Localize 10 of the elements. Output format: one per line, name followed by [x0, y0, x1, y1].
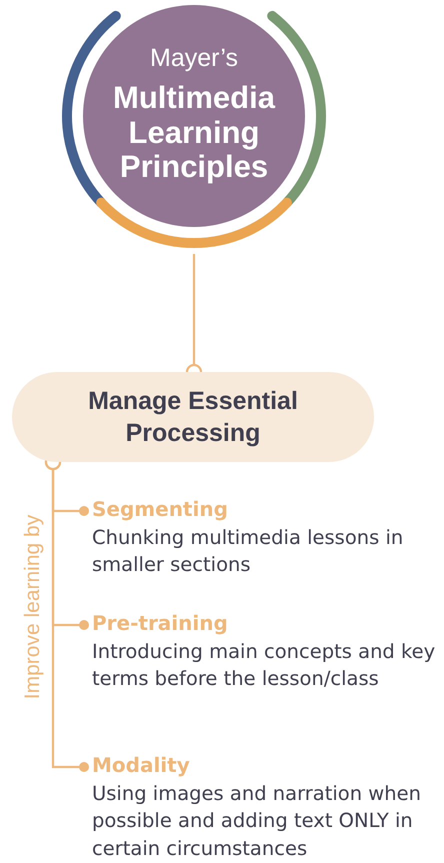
vertical-label: Improve learning by [21, 514, 45, 700]
principle-name: Segmenting [92, 496, 228, 523]
principle-name: Pre-training [92, 610, 228, 637]
principle-description: Introducing main concepts and key terms before the lesson/class [92, 638, 436, 692]
principle-name: Modality [92, 752, 190, 779]
principle-description: Using images and narration when possible and adding text ONLY in certain circumstances [92, 780, 422, 862]
subtitle: Mayer’s [149, 44, 239, 73]
principle-description: Chunking multimedia lessons in smaller sections [92, 524, 404, 578]
title: Multimedia Learning Principles [112, 81, 276, 186]
category-heading: Manage Essential Processing [87, 386, 299, 449]
